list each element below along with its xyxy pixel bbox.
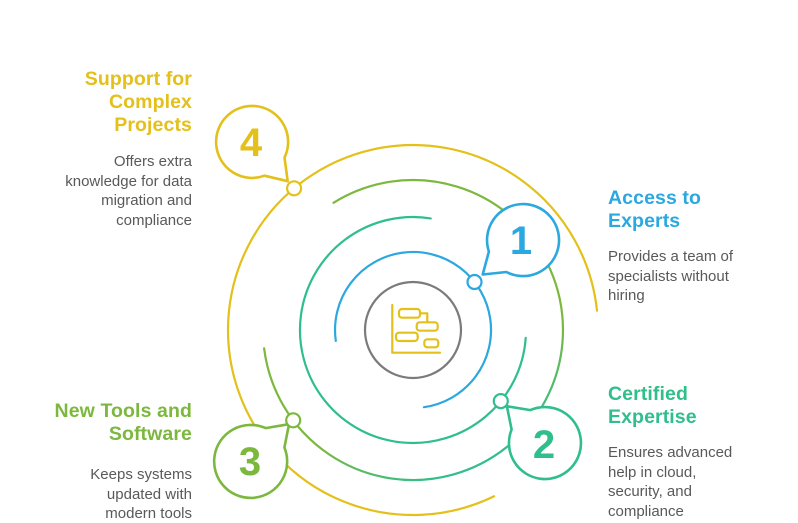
title-line: Projects <box>114 114 192 136</box>
desc-line: specialists without <box>608 267 729 285</box>
desc-line: Ensures advanced <box>608 444 733 461</box>
item-4-panel: Support for Complex Projects Offers extr… <box>32 68 192 230</box>
bubble-3-number: 3 <box>239 440 261 484</box>
title-line: Experts <box>608 210 681 232</box>
desc-line: knowledge for data <box>65 172 192 190</box>
node-4 <box>286 180 303 197</box>
node-2 <box>492 393 509 410</box>
bubble-1-number: 1 <box>510 219 532 263</box>
bubble-1-shape <box>481 202 561 278</box>
desc-line: compliance <box>116 211 192 229</box>
item-4-desc: Offers extra knowledge for data migratio… <box>32 152 192 230</box>
bubble-4-shape <box>214 104 290 183</box>
ring-blue <box>334 250 493 409</box>
desc-line: Keeps systems <box>90 466 192 483</box>
node-1 <box>466 273 483 291</box>
desc-line: security, and <box>608 483 692 500</box>
ring-yellow <box>226 143 599 517</box>
title-line: Complex <box>108 91 192 113</box>
item-1-title: Access to Experts <box>608 187 758 233</box>
title-line: Certified <box>608 383 688 405</box>
bubble-1: 1 <box>481 202 561 278</box>
ring-teal <box>298 215 527 445</box>
ring-gray-circle <box>363 280 463 380</box>
title-line: Software <box>108 423 192 445</box>
desc-line: hiring <box>608 287 645 304</box>
gantt-chart-icon <box>391 303 442 354</box>
item-1-desc: Provides a team of specialists without h… <box>608 247 758 306</box>
title-line: Access to <box>608 187 702 209</box>
gantt-axis <box>391 303 442 354</box>
gantt-bar <box>415 321 439 332</box>
item-3-desc: Keeps systems updated with modern tools <box>32 465 192 523</box>
desc-line: compliance <box>608 502 684 520</box>
desc-line: modern tools <box>105 505 192 522</box>
bubble-3-shape <box>212 422 291 500</box>
title-line: Support for <box>84 68 192 90</box>
item-3-title: New Tools and Software <box>32 400 192 446</box>
item-2-desc: Ensures advanced help in cloud, security… <box>608 443 758 521</box>
gantt-connector <box>418 312 429 324</box>
title-line: New Tools and <box>54 400 192 422</box>
ring-green <box>263 178 565 482</box>
bubble-4: 4 <box>214 104 290 183</box>
desc-line: Offers extra <box>113 153 192 170</box>
bubble-2-number: 2 <box>533 423 555 467</box>
desc-line: updated with <box>106 485 192 503</box>
item-3-panel: New Tools and Software Keeps systems upd… <box>32 400 192 523</box>
gantt-bar <box>394 331 419 343</box>
bubble-2: 2 <box>505 404 583 481</box>
bubble-3: 3 <box>212 422 291 500</box>
desc-line: Provides a team of <box>608 248 734 265</box>
item-2-panel: Certified Expertise Ensures advanced hel… <box>608 383 758 521</box>
item-1-panel: Access to Experts Provides a team of spe… <box>608 187 758 306</box>
bubble-2-shape <box>505 404 583 481</box>
node-3 <box>285 412 302 429</box>
bubble-4-number: 4 <box>240 121 263 165</box>
desc-line: help in cloud, <box>608 463 697 481</box>
item-2-title: Certified Expertise <box>608 383 758 429</box>
gantt-bar <box>423 338 440 349</box>
item-4-title: Support for Complex Projects <box>32 68 192 137</box>
desc-line: migration and <box>101 192 192 209</box>
title-line: Expertise <box>608 406 697 428</box>
